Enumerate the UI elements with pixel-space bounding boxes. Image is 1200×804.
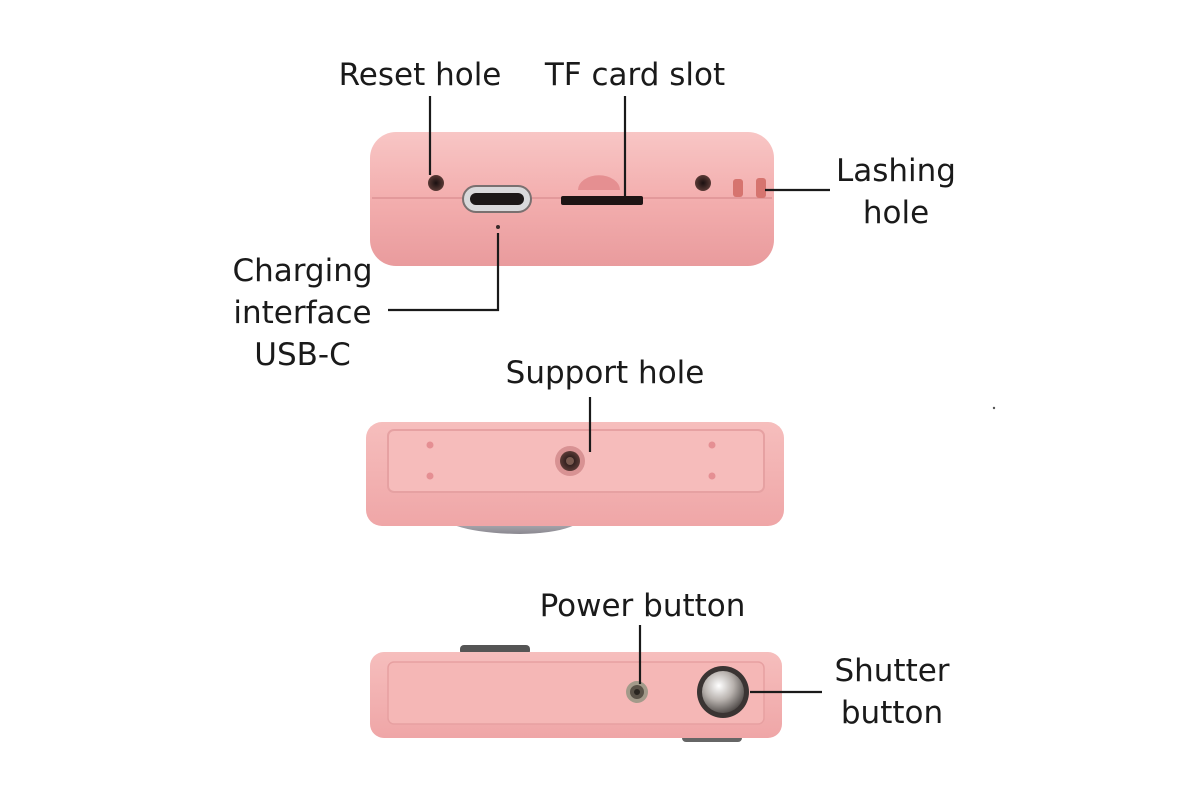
- side-hole: [695, 175, 711, 191]
- label-charging-interface: Charging interface USB-C: [232, 253, 373, 373]
- leader-lines: [388, 96, 830, 694]
- tf-notch: [578, 175, 620, 190]
- label-tf-card-slot: TF card slot: [544, 57, 726, 93]
- mic-hole: [496, 225, 500, 229]
- shutter-button: [702, 671, 744, 713]
- reset-hole: [428, 175, 444, 191]
- label-reset-hole: Reset hole: [338, 57, 502, 93]
- camera-topside-view: [370, 645, 782, 742]
- lashing-hole: [733, 179, 743, 197]
- leader-usb: [388, 233, 500, 312]
- label-lashing-hole: Lashing hole: [835, 153, 956, 231]
- camera-top-view: [370, 132, 774, 266]
- camera-bottom-view: [366, 422, 784, 534]
- tf-card-slot: [561, 196, 643, 205]
- label-power-button: Power button: [539, 588, 746, 624]
- label-shutter-button: Shutter button: [834, 653, 950, 731]
- label-support-hole: Support hole: [505, 355, 705, 391]
